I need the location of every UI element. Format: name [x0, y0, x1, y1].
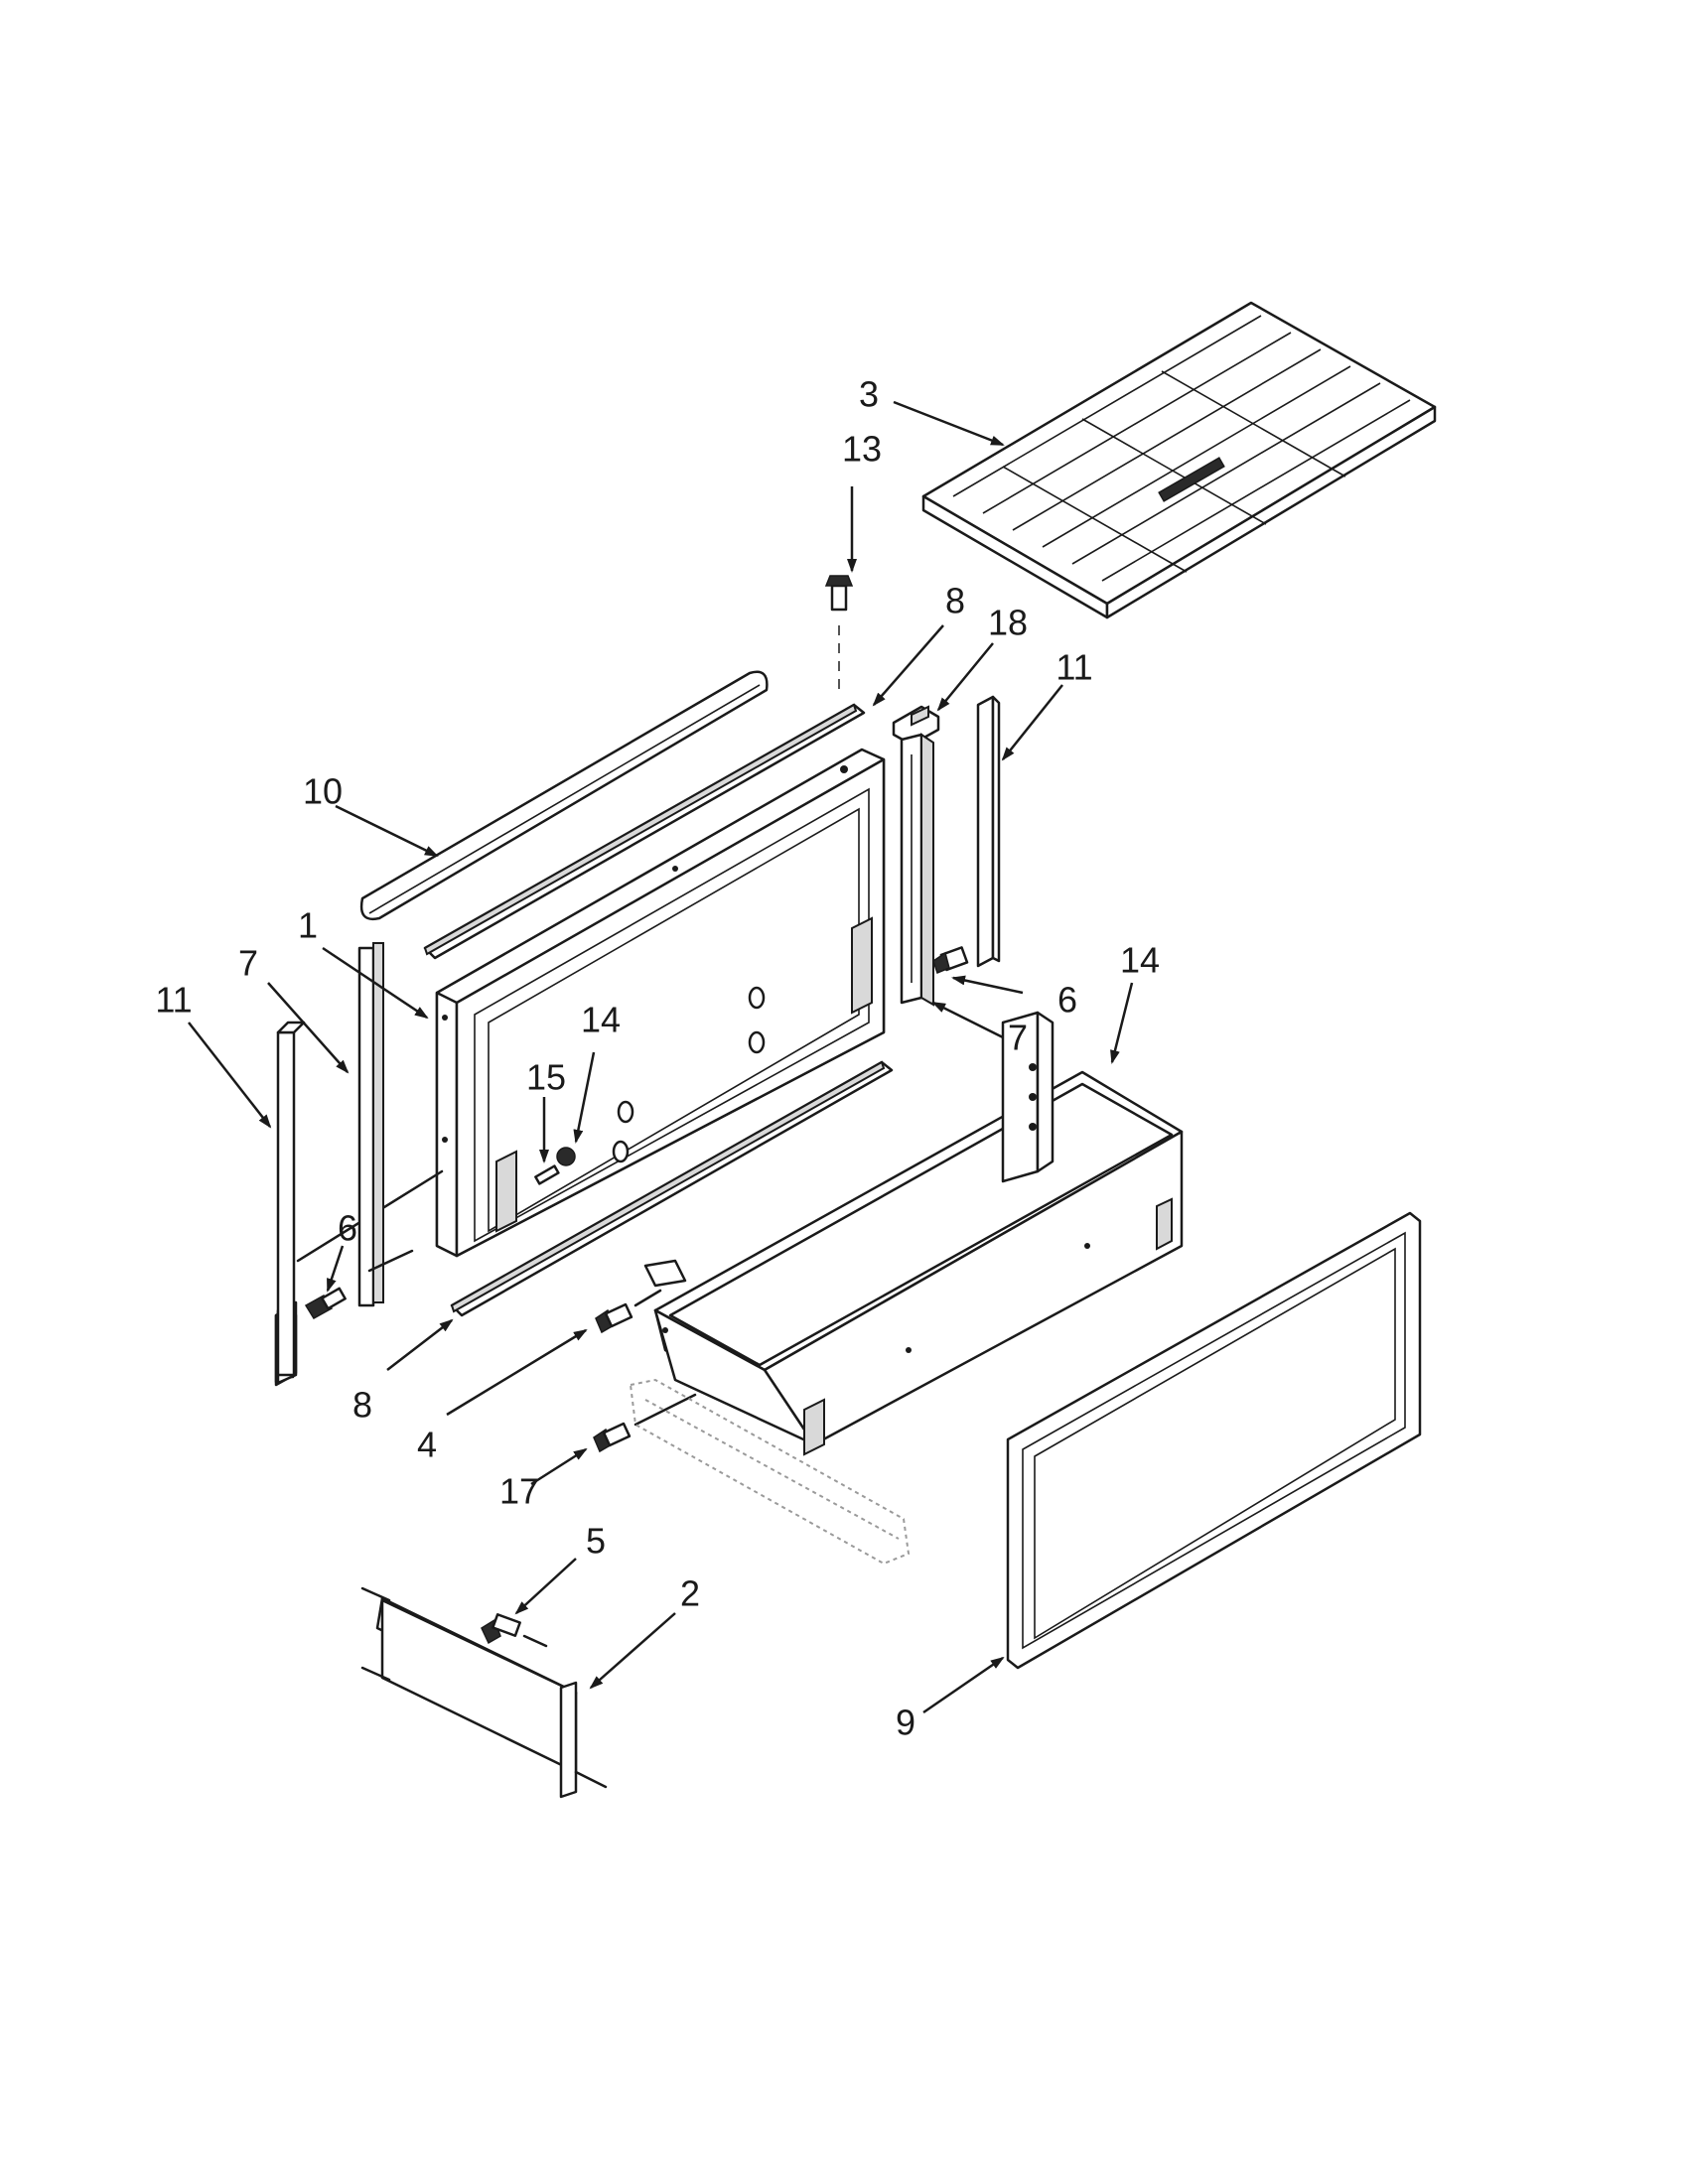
part-18-clip	[892, 705, 940, 747]
leader-14	[1110, 982, 1134, 1064]
part-3-grille	[921, 301, 1437, 619]
leader-6a	[326, 1245, 345, 1293]
part-9-gasket	[1006, 1211, 1422, 1670]
callout-6-left: 6	[338, 1208, 357, 1249]
part-8-top-channel	[423, 703, 866, 960]
leader-17	[530, 1447, 588, 1486]
part-11-left-vertical	[276, 1021, 306, 1385]
callout-11-right: 11	[1055, 647, 1092, 688]
callout-13: 13	[842, 429, 882, 470]
callout-3: 3	[859, 374, 879, 415]
leader-7a	[267, 982, 350, 1074]
callout-8-top: 8	[945, 581, 965, 621]
part-15-nut	[556, 1147, 576, 1166]
leader-5	[514, 1558, 577, 1615]
callout-1: 1	[298, 905, 318, 946]
part-5-screw	[481, 1613, 548, 1648]
ghost-panel	[629, 1378, 911, 1566]
part-6-right-screw	[932, 946, 969, 975]
callout-10: 10	[303, 771, 343, 812]
part-10-trim-cap	[359, 670, 769, 921]
part-1-door-frame	[435, 748, 886, 1258]
callout-6-right: 6	[1057, 980, 1077, 1021]
callout-4: 4	[417, 1425, 437, 1465]
part-11-right-rail	[976, 695, 1001, 968]
part-13-screw	[824, 575, 854, 695]
leader-10	[335, 804, 439, 858]
part-16-pin	[534, 1164, 560, 1185]
leader-9	[922, 1656, 1005, 1714]
part-4-screw	[595, 1289, 662, 1334]
callout-5: 5	[586, 1521, 606, 1562]
leader-7b	[931, 1001, 1004, 1039]
callout-16: 15	[526, 1057, 566, 1098]
part-6-left-screw	[304, 1287, 347, 1320]
part-14-drawer-box	[643, 1011, 1184, 1456]
leader-18	[936, 642, 994, 712]
part-2-bottom-panel	[360, 1586, 608, 1799]
leader-8b	[386, 1318, 454, 1371]
leader-6b	[951, 975, 1024, 995]
leader-4	[446, 1328, 588, 1417]
callout-11-left: 11	[155, 980, 192, 1021]
callout-7-left: 7	[238, 943, 258, 984]
leader-15	[573, 1051, 596, 1144]
leader-3	[893, 400, 1005, 447]
callout-7-right: 7	[1008, 1018, 1028, 1058]
leader-2	[589, 1612, 676, 1690]
callout-9: 9	[896, 1703, 915, 1743]
callout-2: 2	[680, 1573, 700, 1614]
part-7-left-bracket	[357, 942, 414, 1307]
leader-11a	[188, 1022, 272, 1129]
callout-8-bottom: 8	[352, 1385, 372, 1426]
callout-14: 14	[1120, 940, 1160, 981]
part-7-right-bracket	[900, 733, 934, 1007]
callout-18: 18	[988, 603, 1028, 643]
callout-17: 17	[499, 1471, 539, 1512]
callout-labels: 3 13 8 18 11 10 1 7 11 15 14 14 6 7 6 8 …	[155, 374, 1160, 1743]
leader-1	[322, 946, 429, 1020]
leader-lines	[188, 400, 1134, 1714]
callout-15: 14	[581, 1000, 621, 1040]
part-17-screw	[593, 1393, 697, 1453]
leader-11b	[1001, 684, 1063, 761]
leader-8a	[872, 624, 944, 707]
